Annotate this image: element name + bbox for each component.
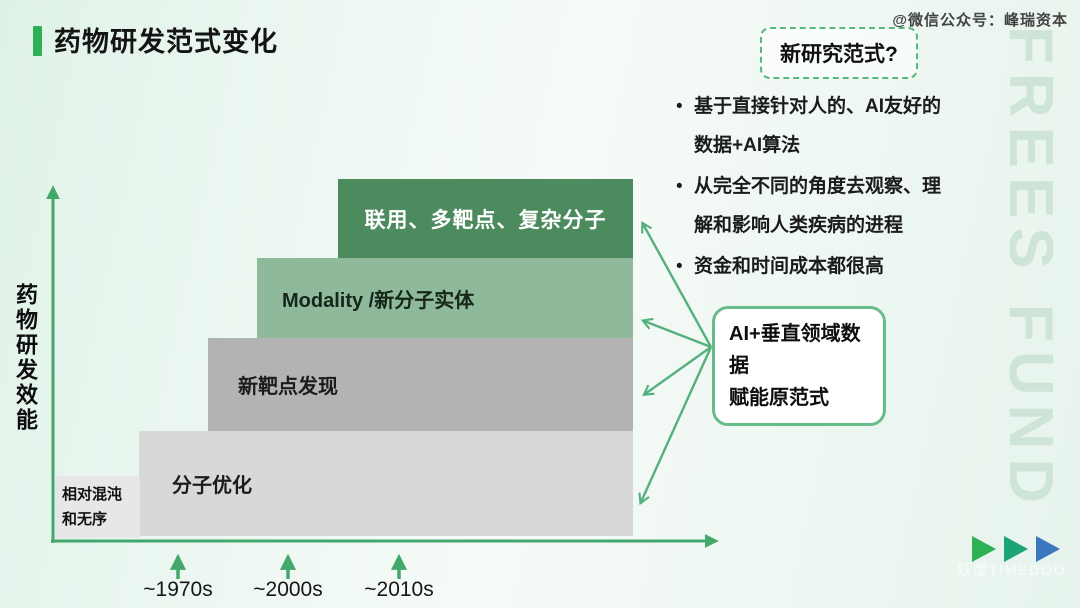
bullet-text: 资金和时间成本都很高	[694, 256, 885, 277]
triangle-green-icon	[972, 536, 996, 562]
step-combination-multitarget-complex: 联用、多靶点、复杂分子	[338, 179, 633, 258]
bullet-text: 基于直接针对人的、AI友好的数据+AI算法	[694, 96, 942, 156]
bullet-dot: •	[676, 176, 683, 197]
bottom-watermark: 跃度TIMEDOO	[957, 562, 1066, 579]
bullet-dot: •	[676, 256, 683, 277]
step-modality-new-molecular-entity: Modality /新分子实体	[257, 258, 633, 338]
list-item: • 从完全不同的角度去观察、理解和影响人类疾病的进程	[676, 167, 976, 245]
page-title: 药物研发范式变化	[54, 27, 278, 57]
bullet-text: 从完全不同的角度去观察、理解和影响人类疾病的进程	[694, 176, 942, 236]
bullet-dot: •	[676, 96, 683, 117]
bullet-list: • 基于直接针对人的、AI友好的数据+AI算法 • 从完全不同的角度去观察、理解…	[676, 87, 976, 288]
step-new-target-discovery: 新靶点发现	[208, 338, 633, 431]
list-item: • 基于直接针对人的、AI友好的数据+AI算法	[676, 87, 976, 165]
timeline-label-2010s: ~2010s	[364, 578, 434, 601]
timeline-label-1970s: ~1970s	[143, 578, 213, 601]
triangle-teal-icon	[1004, 536, 1028, 562]
fan-arrow-step1	[638, 346, 713, 506]
ai-empower-box: AI+垂直领域数据 赋能原范式	[712, 306, 886, 426]
triangle-blue-icon	[1036, 536, 1060, 562]
list-item: • 资金和时间成本都很高	[676, 247, 976, 286]
question-box-label: 新研究范式?	[780, 43, 898, 66]
timeline-label-2000s: ~2000s	[253, 578, 323, 601]
ai-box-line2: 赋能原范式	[729, 387, 829, 409]
fan-arrow-step2	[642, 346, 712, 397]
step-label: 分子优化	[172, 475, 252, 497]
step-label: Modality /新分子实体	[282, 289, 475, 312]
step-label: 联用、多靶点、复杂分子	[364, 208, 607, 232]
side-watermark: FREES FUND	[996, 26, 1065, 513]
new-paradigm-question-box: 新研究范式?	[760, 27, 918, 79]
fan-arrow-step3	[640, 317, 712, 349]
title-accent-bar	[33, 26, 42, 56]
ai-box-line1: AI+垂直领域数据	[729, 323, 861, 377]
origin-note-line1: 相对混沌	[62, 486, 123, 503]
triple-play-triangles	[972, 536, 1060, 562]
wechat-watermark: @微信公众号：峰瑞资本	[892, 12, 1068, 29]
origin-note-line2: 和无序	[62, 511, 108, 528]
step-label: 新靶点发现	[238, 376, 338, 398]
step-molecule-optimization: 分子优化	[139, 431, 633, 536]
y-axis-label: 药物研发效能	[13, 283, 38, 433]
origin-note: 相对混沌 和无序	[55, 476, 140, 538]
